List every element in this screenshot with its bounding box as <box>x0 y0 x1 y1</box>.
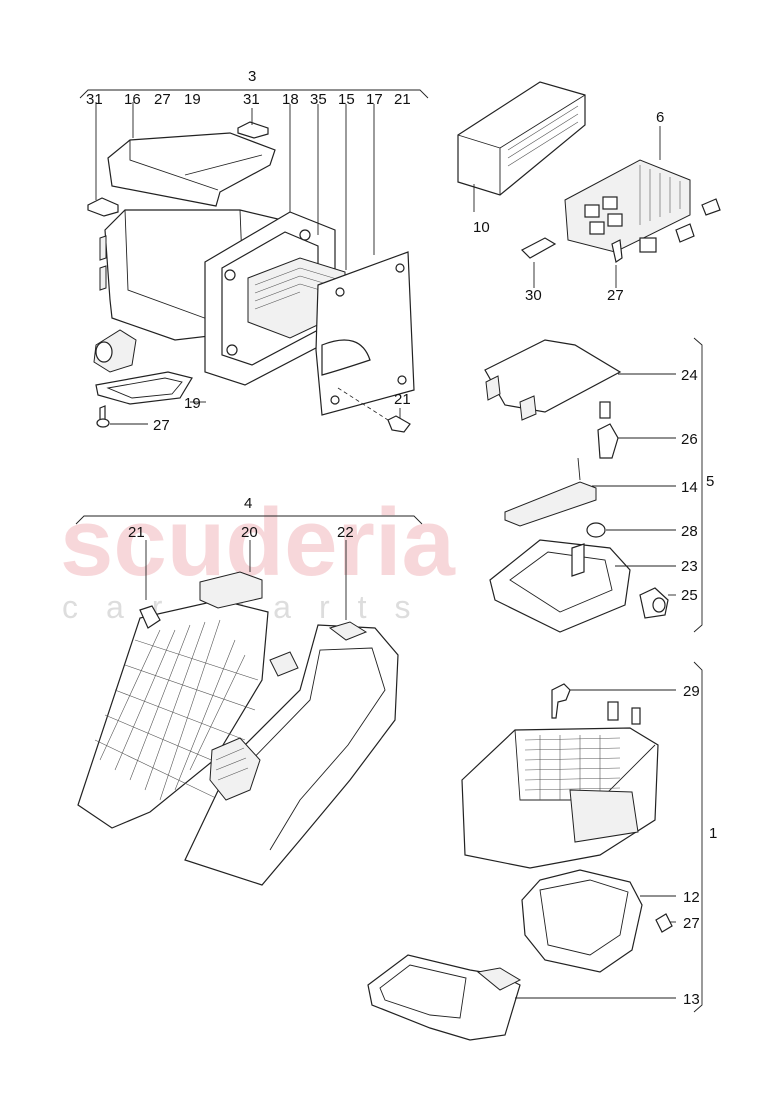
callout-5: 5 <box>706 473 714 490</box>
callout-10: 10 <box>473 219 490 236</box>
group-relay-carrier: 10 6 30 27 <box>457 81 721 304</box>
callout-35: 35 <box>310 91 327 108</box>
part-19-seal <box>95 371 193 405</box>
part-fuse-b <box>675 223 695 243</box>
callout-18: 18 <box>282 91 299 108</box>
callout-27b: 27 <box>153 417 170 434</box>
group-1-battery-tray: 1 29 12 27 13 <box>367 661 717 1041</box>
callout-19a: 19 <box>184 91 201 108</box>
callout-17: 17 <box>366 91 383 108</box>
part-14-strip <box>504 481 597 527</box>
part-fuse-29a <box>607 701 619 721</box>
callout-13: 13 <box>683 991 700 1008</box>
part-21-clip <box>387 415 411 433</box>
callout-3: 3 <box>248 68 256 85</box>
watermark: scuderia car parts <box>60 489 455 625</box>
part-12-tray <box>521 869 643 973</box>
callout-22: 22 <box>337 524 354 541</box>
callout-27c: 27 <box>607 287 624 304</box>
callout-19b: 19 <box>184 395 201 412</box>
callout-27a: 27 <box>154 91 171 108</box>
callout-31b: 31 <box>243 91 260 108</box>
part-21-screw <box>139 605 161 629</box>
callout-6: 6 <box>656 109 664 126</box>
group-3-fuse-box-assembly: 3 <box>79 68 429 434</box>
callout-23: 23 <box>681 558 698 575</box>
callout-27d: 27 <box>683 915 700 932</box>
part-28-grommet <box>586 522 606 538</box>
callout-30: 30 <box>525 287 542 304</box>
callout-29: 29 <box>683 683 700 700</box>
callout-26: 26 <box>681 431 698 448</box>
part-27-screw-top <box>611 239 623 263</box>
callout-24: 24 <box>681 367 698 384</box>
callout-25: 25 <box>681 587 698 604</box>
callout-1: 1 <box>709 825 717 842</box>
part-13-tray <box>367 954 521 1041</box>
callout-21c: 21 <box>128 524 145 541</box>
callout-14: 14 <box>681 479 698 496</box>
group-4-mounting-frames: 4 21 20 22 <box>75 495 423 886</box>
callout-21b: 21 <box>394 391 411 408</box>
callout-21a: 21 <box>394 91 411 108</box>
group-5-fuse-holder: 5 24 26 14 28 23 25 <box>484 337 714 633</box>
callout-15: 15 <box>338 91 355 108</box>
part-20-bracket <box>199 571 263 609</box>
callout-31a: 31 <box>86 91 103 108</box>
part-29-bolt <box>551 683 571 719</box>
part-10-carrier-box <box>457 81 586 196</box>
part-31-bracket-left <box>87 197 119 217</box>
part-27-screw <box>96 405 110 428</box>
part-fuse-29b <box>631 707 641 725</box>
part-22-frame <box>184 624 399 886</box>
part-23-tray <box>489 539 631 633</box>
callout-16: 16 <box>124 91 141 108</box>
part-16-cover <box>107 132 276 207</box>
part-relay-22 <box>269 651 299 677</box>
callout-4: 4 <box>244 495 252 512</box>
part-mesh-panel <box>77 599 269 829</box>
callout-28: 28 <box>681 523 698 540</box>
part-relay-small <box>639 237 657 253</box>
part-31-bracket-right <box>237 121 269 139</box>
part-27-screw-bottom <box>655 913 673 933</box>
part-24-cover <box>484 339 622 413</box>
part-connector-22 <box>209 737 261 801</box>
part-fuse-a <box>701 198 721 216</box>
part-6-relay-plate <box>564 159 691 253</box>
callout-12: 12 <box>683 889 700 906</box>
part-30-connector <box>520 237 557 259</box>
part-26-fuse-clip <box>597 423 619 459</box>
callout-20: 20 <box>241 524 258 541</box>
